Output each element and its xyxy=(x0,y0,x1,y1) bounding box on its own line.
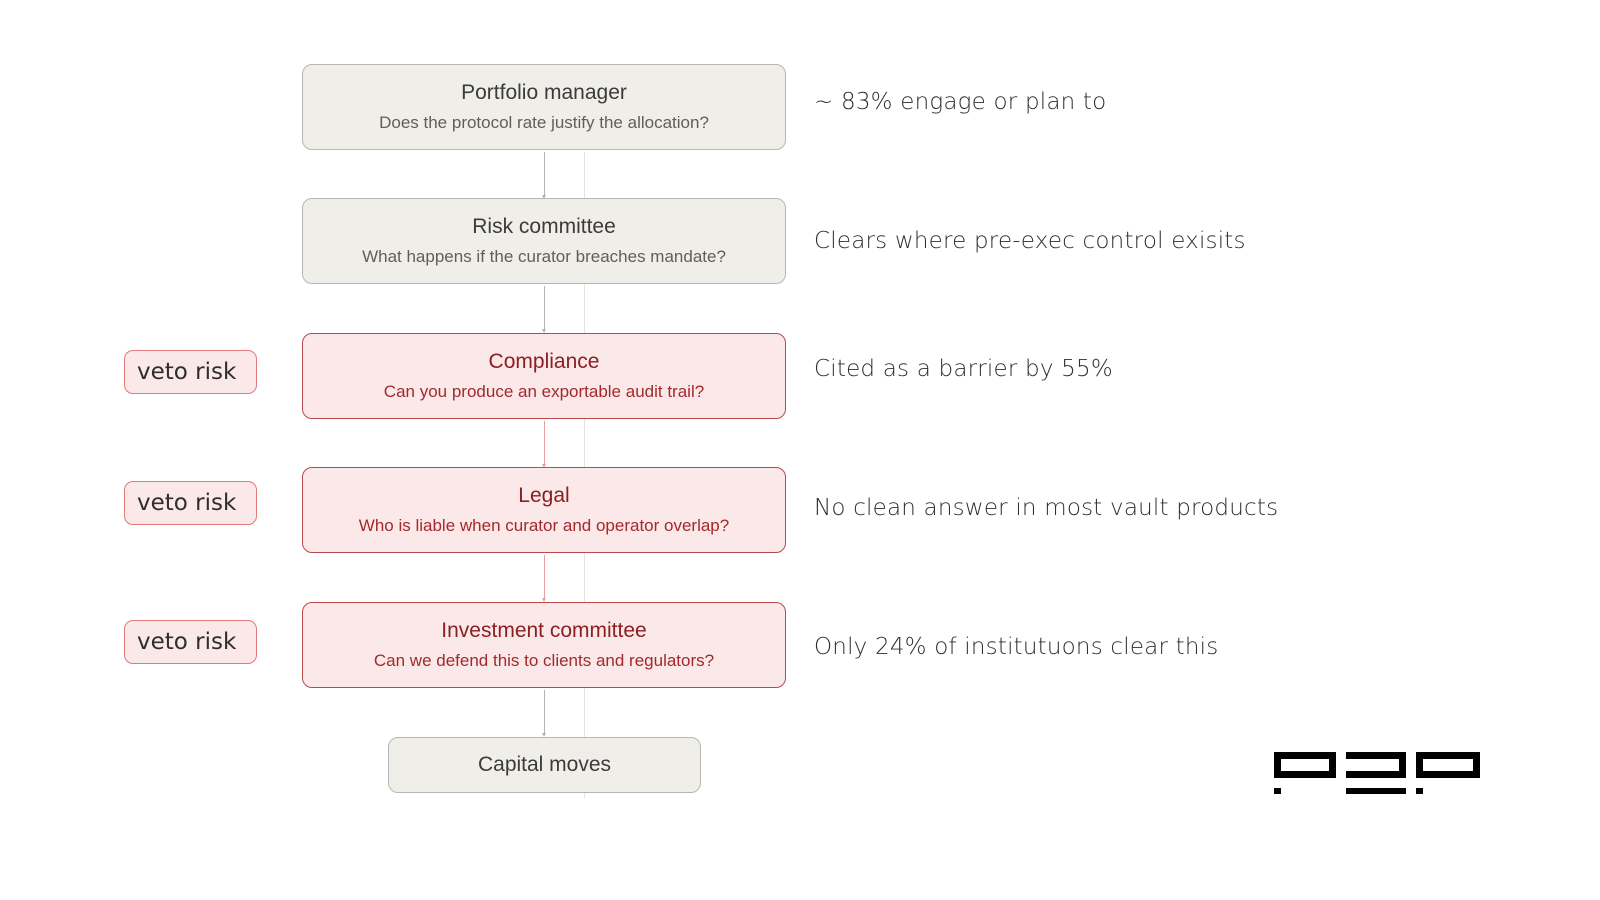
step-note: No clean answer in most vault products xyxy=(814,495,1279,521)
step-question: Does the protocol rate justify the alloc… xyxy=(379,113,709,132)
step-note: Clears where pre-exec control exisits xyxy=(814,228,1246,254)
step-question: Can you produce an exportable audit trai… xyxy=(383,382,705,401)
veto-risk-badge: veto risk xyxy=(124,481,257,525)
veto-risk-badge: veto risk xyxy=(124,620,257,664)
step-title: Investment committee xyxy=(441,619,647,642)
step-title: Capital moves xyxy=(477,753,612,776)
step-investment-committee: Investment committee Can we defend this … xyxy=(302,602,786,688)
step-note: Only 24% of institutuons clear this xyxy=(814,634,1219,660)
arrow-head-icon xyxy=(542,329,546,333)
arrow-head-icon xyxy=(542,195,546,199)
step-title: Compliance xyxy=(488,350,600,373)
arrow-connector xyxy=(542,690,546,737)
step-question: Can we defend this to clients and regula… xyxy=(373,651,715,670)
step-risk-committee: Risk committee What happens if the curat… xyxy=(302,198,786,284)
step-legal: Legal Who is liable when curator and ope… xyxy=(302,467,786,553)
p2p-logo-icon xyxy=(1274,752,1480,794)
arrow-connector xyxy=(542,286,546,333)
step-title: Portfolio manager xyxy=(461,81,627,104)
step-capital-moves: Capital moves xyxy=(388,737,701,793)
step-note: ~ 83% engage or plan to xyxy=(814,89,1107,115)
arrow-head-icon xyxy=(542,733,546,737)
step-question: Who is liable when curator and operator … xyxy=(358,516,730,535)
arrow-connector xyxy=(542,152,546,199)
step-compliance: Compliance Can you produce an exportable… xyxy=(302,333,786,419)
arrow-head-icon xyxy=(542,464,546,468)
arrow-connector xyxy=(542,555,546,602)
arrow-connector xyxy=(542,421,546,468)
step-title: Risk committee xyxy=(472,215,616,238)
step-note: Cited as a barrier by 55% xyxy=(814,356,1113,382)
veto-risk-badge: veto risk xyxy=(124,350,257,394)
step-title: Legal xyxy=(518,484,570,507)
arrow-head-icon xyxy=(542,598,546,602)
step-portfolio-manager: Portfolio manager Does the protocol rate… xyxy=(302,64,786,150)
step-question: What happens if the curator breaches man… xyxy=(362,247,726,266)
